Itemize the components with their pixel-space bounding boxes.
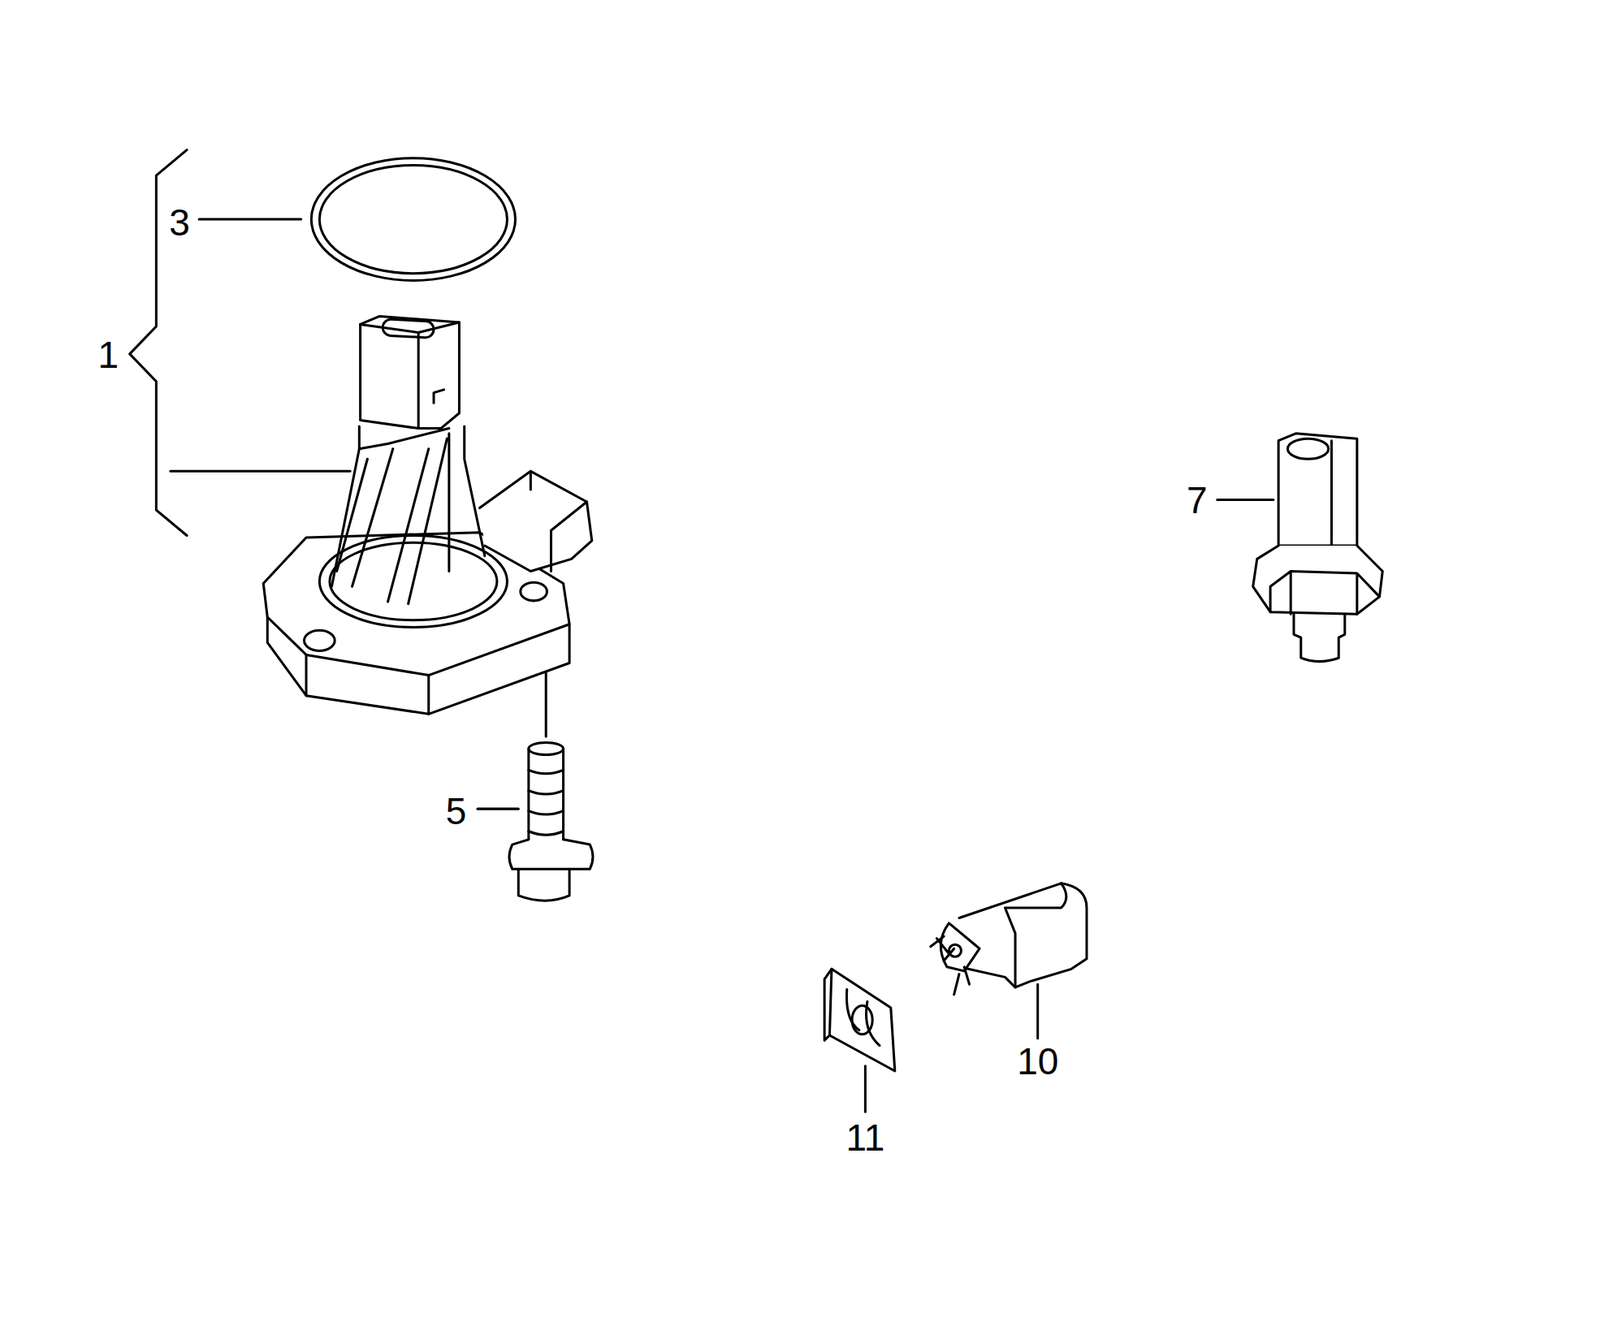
callout-number: 1 bbox=[97, 336, 119, 374]
leader-line bbox=[170, 470, 351, 473]
leader-line bbox=[864, 1066, 867, 1113]
leader-line bbox=[198, 218, 302, 221]
callout-number: 3 bbox=[168, 203, 191, 242]
leader-line bbox=[1217, 498, 1274, 502]
leader-line bbox=[477, 808, 519, 811]
bolt bbox=[509, 742, 593, 901]
oil-pressure-switch bbox=[1253, 433, 1384, 662]
leader-line bbox=[1036, 984, 1039, 1039]
callout-number: 11 bbox=[846, 1119, 886, 1157]
callout-number: 7 bbox=[1186, 481, 1208, 519]
callout-number: 5 bbox=[445, 792, 468, 831]
retaining-clip bbox=[824, 968, 896, 1072]
oil-level-sensor bbox=[263, 315, 592, 714]
callout-number: 10 bbox=[1016, 1042, 1059, 1081]
leader-line bbox=[544, 673, 548, 737]
connector-housing bbox=[930, 883, 1087, 995]
o-ring bbox=[311, 158, 515, 282]
